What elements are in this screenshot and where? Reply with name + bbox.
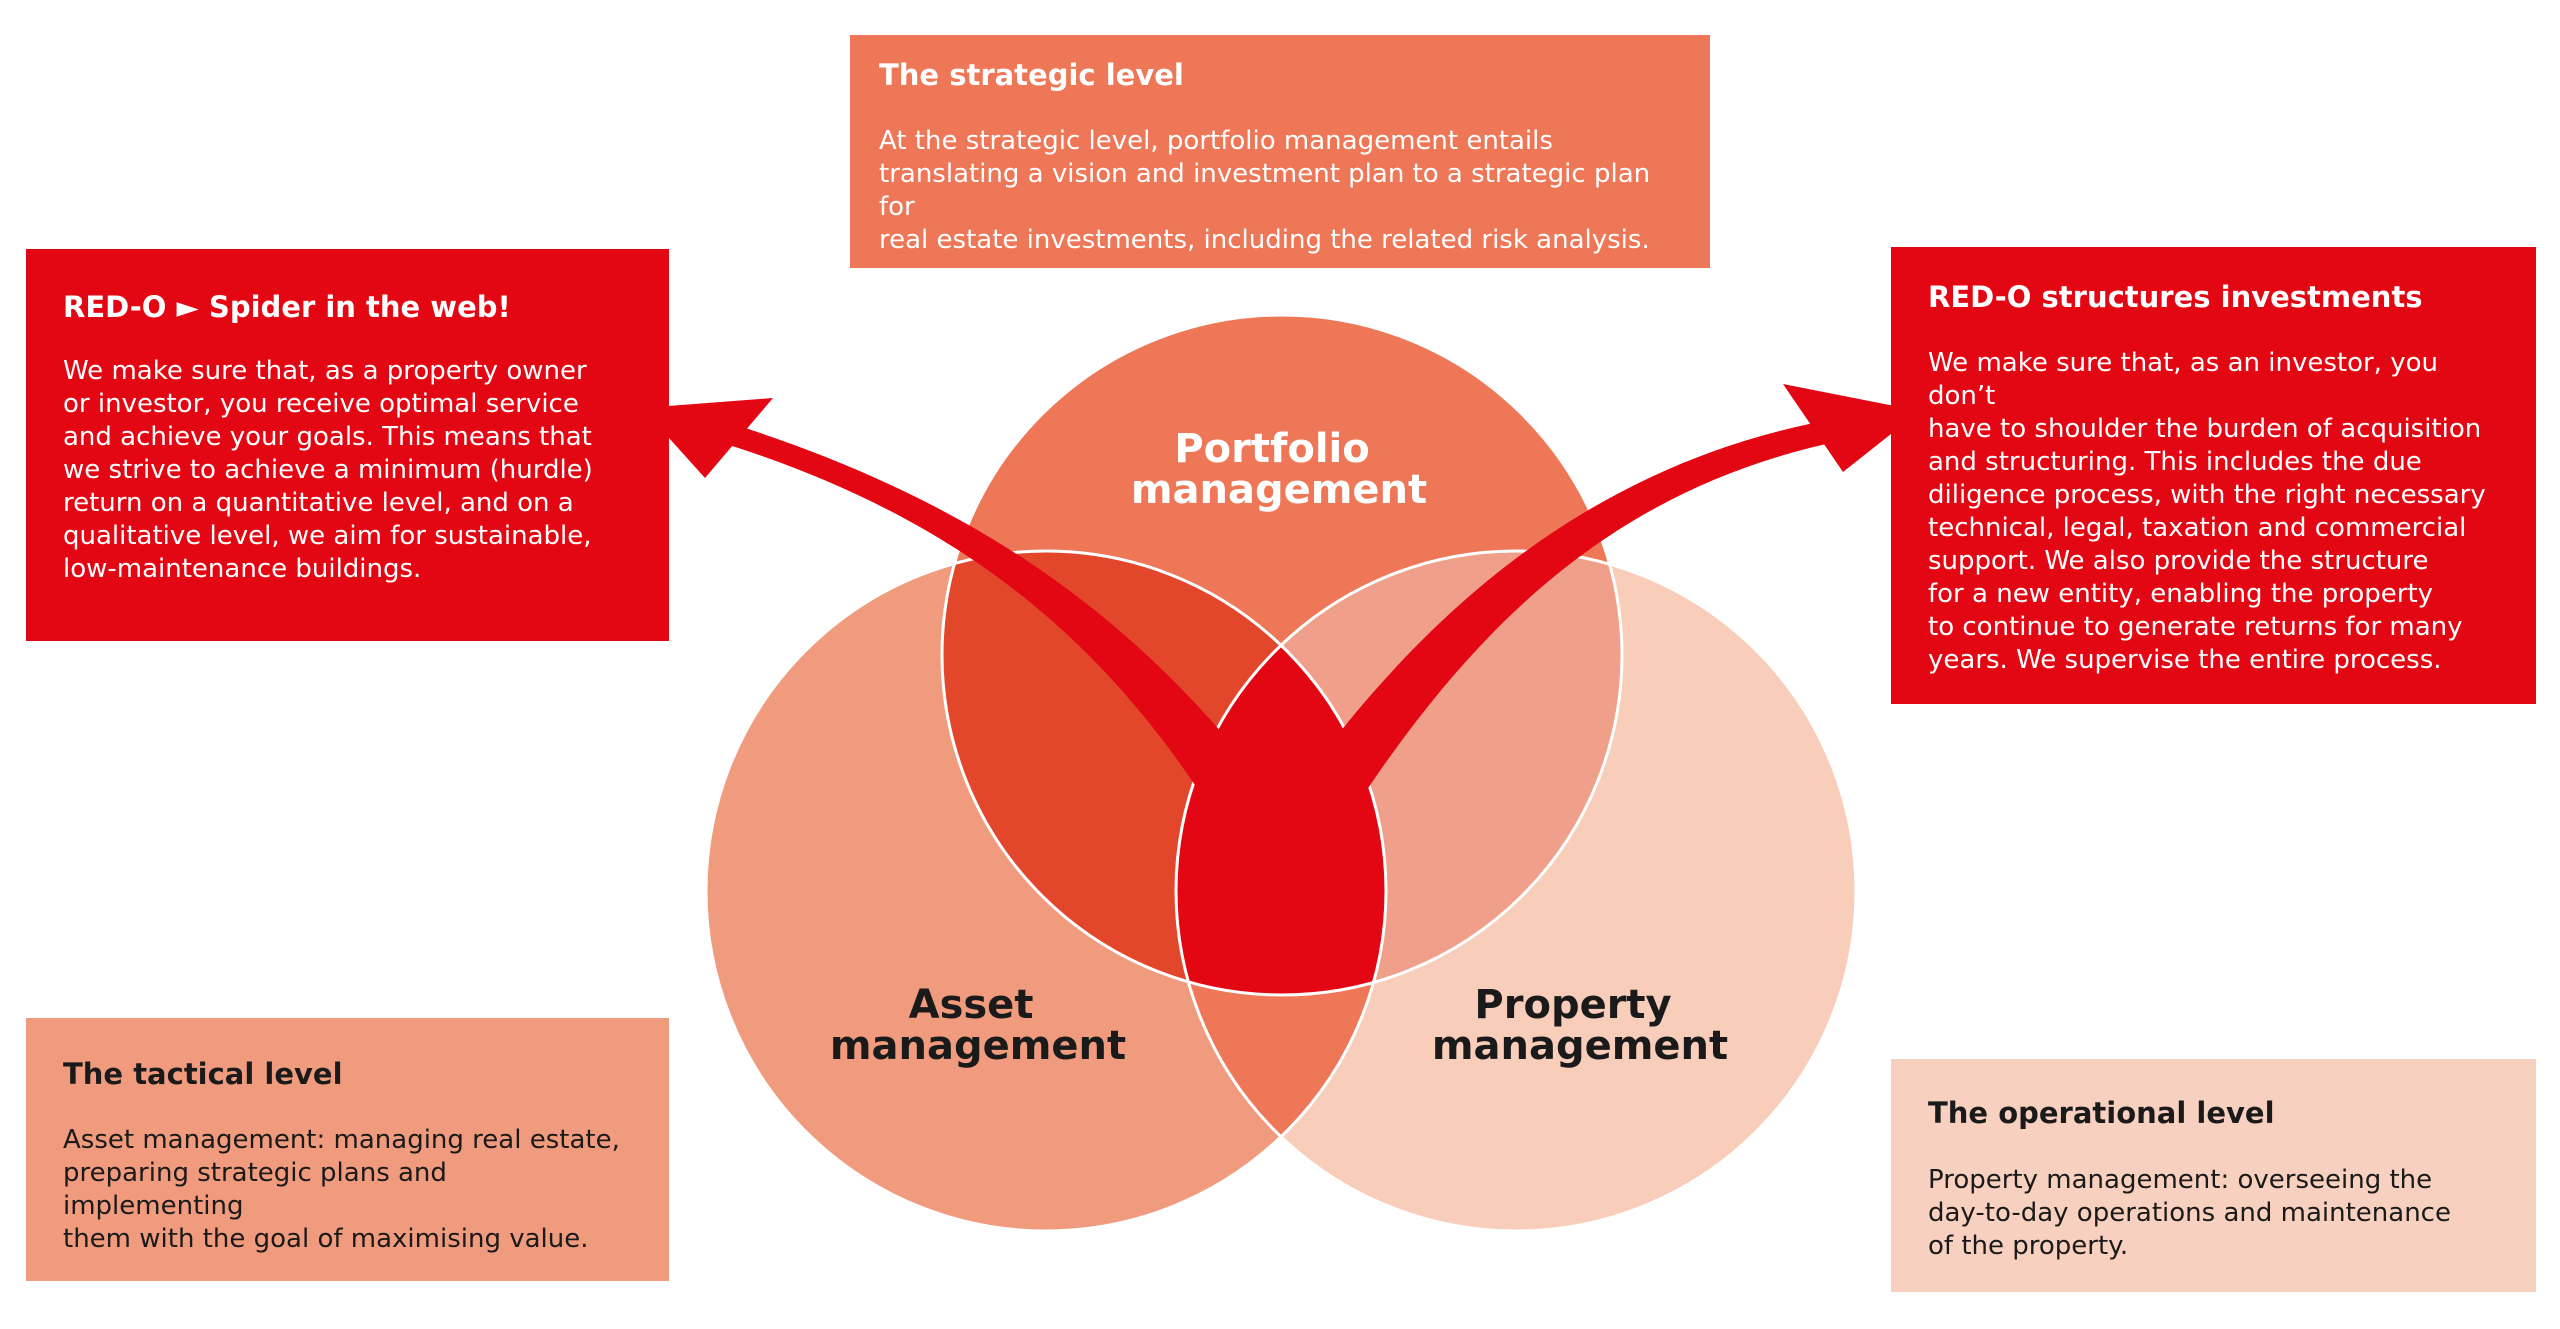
portfolio-label-line1: Portfolio [1174,426,1369,472]
operational-level-title: The operational level [1928,1096,2275,1130]
arrow-left-head [642,398,773,478]
operational-level-box: The operational level Property managemen… [1891,1059,2536,1292]
structures-investments-box: RED-O structures investments We make sur… [1891,247,2536,704]
property-label-line1: Property [1474,982,1671,1028]
spider-in-the-web-text: We make sure that, as a property owner o… [63,356,593,584]
arrow-right-shaft [1318,418,1845,800]
property-label-line2: management [1432,1023,1728,1069]
property-label: Property management [1432,982,1728,1069]
structures-investments-title: RED-O structures investments [1928,280,2423,314]
strategic-level-title: The strategic level [879,58,1184,92]
arrow-right-head [1783,384,1920,472]
spider-in-the-web-box: RED-O ► Spider in the web! We make sure … [26,249,669,641]
asset-label: Asset management [830,982,1126,1069]
spider-in-the-web-title: RED-O ► Spider in the web! [63,290,511,324]
property-circle-outline [1174,549,1858,1233]
asset-label-line1: Asset [909,982,1034,1028]
strategic-level-text: At the strategic level, portfolio manage… [879,126,1651,255]
operational-level-text: Property management: overseeing the day-… [1928,1165,2451,1261]
strategic-level-box: The strategic level At the strategic lev… [850,35,1710,268]
portfolio-circle-outline [940,313,1624,997]
tactical-level-title: The tactical level [63,1057,343,1091]
portfolio-label-line2: management [1131,467,1427,513]
portfolio-label: Portfolio management [1131,426,1427,513]
asset-label-line2: management [830,1023,1126,1069]
arrow-left-shaft [713,420,1245,800]
asset-circle-outline [704,549,1388,1233]
structures-investments-text: We make sure that, as an investor, you d… [1928,348,2486,675]
tactical-level-text: Asset management: managing real estate, … [63,1125,620,1254]
tactical-level-box: The tactical level Asset management: man… [26,1018,669,1281]
